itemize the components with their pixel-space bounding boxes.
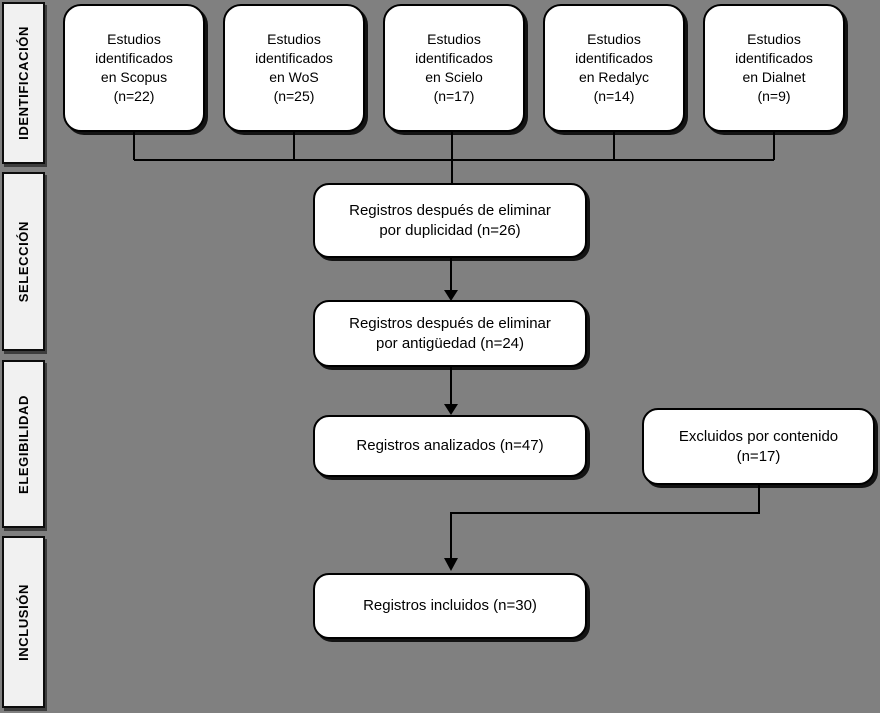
source-box-dialnet-label: Estudios identificados en Dialnet (n=9) <box>735 31 813 104</box>
box-records-included-label: Registros incluidos (n=30) <box>363 597 537 614</box>
source-box-scielo: Estudios identificados en Scielo (n=17) <box>383 4 525 132</box>
box-age-removed-label: Registros después de eliminar por antigü… <box>349 314 551 352</box>
arrowhead-age-to-analyzed <box>444 404 458 415</box>
stage-label-identificacion: IDENTIFICACIÓN <box>16 26 31 140</box>
connector-excluded-to-included <box>450 485 760 559</box>
arrowhead-excluded-to-included <box>444 558 458 571</box>
source-box-redalyc-label: Estudios identificados en Redalyc (n=14) <box>575 31 653 104</box>
stage-bar-elegibilidad: ELEGIBILIDAD <box>2 360 45 528</box>
box-duplicates-removed: Registros después de eliminar por duplic… <box>313 183 587 258</box>
box-age-removed: Registros después de eliminar por antigü… <box>313 300 587 367</box>
stage-bar-inclusion: INCLUSIÓN <box>2 536 45 708</box>
box-duplicates-removed-label: Registros después de eliminar por duplic… <box>349 201 551 239</box>
source-box-scopus-label: Estudios identificados en Scopus (n=22) <box>95 31 173 104</box>
box-excluded-by-content-label: Excluidos por contenido (n=17) <box>678 427 839 465</box>
source-box-scielo-label: Estudios identificados en Scielo (n=17) <box>415 31 493 104</box>
box-records-included: Registros incluidos (n=30) <box>313 573 587 639</box>
stage-label-seleccion: SELECCIÓN <box>16 220 31 303</box>
source-box-scopus: Estudios identificados en Scopus (n=22) <box>63 4 205 132</box>
source-box-wos: Estudios identificados en WoS (n=25) <box>223 4 365 132</box>
stage-bar-identificacion: IDENTIFICACIÓN <box>2 2 45 164</box>
stage-label-elegibilidad: ELEGIBILIDAD <box>16 394 31 494</box>
arrowhead-dup-to-age <box>444 290 458 301</box>
stage-bar-seleccion: SELECCIÓN <box>2 172 45 351</box>
box-records-analyzed-label: Registros analizados (n=47) <box>356 437 544 454</box>
box-records-analyzed: Registros analizados (n=47) <box>313 415 587 477</box>
source-box-wos-label: Estudios identificados en WoS (n=25) <box>255 31 333 104</box>
stage-label-inclusion: INCLUSIÓN <box>16 583 31 661</box>
source-box-redalyc: Estudios identificados en Redalyc (n=14) <box>543 4 685 132</box>
source-box-dialnet: Estudios identificados en Dialnet (n=9) <box>703 4 845 132</box>
box-excluded-by-content: Excluidos por contenido (n=17) <box>642 408 875 485</box>
